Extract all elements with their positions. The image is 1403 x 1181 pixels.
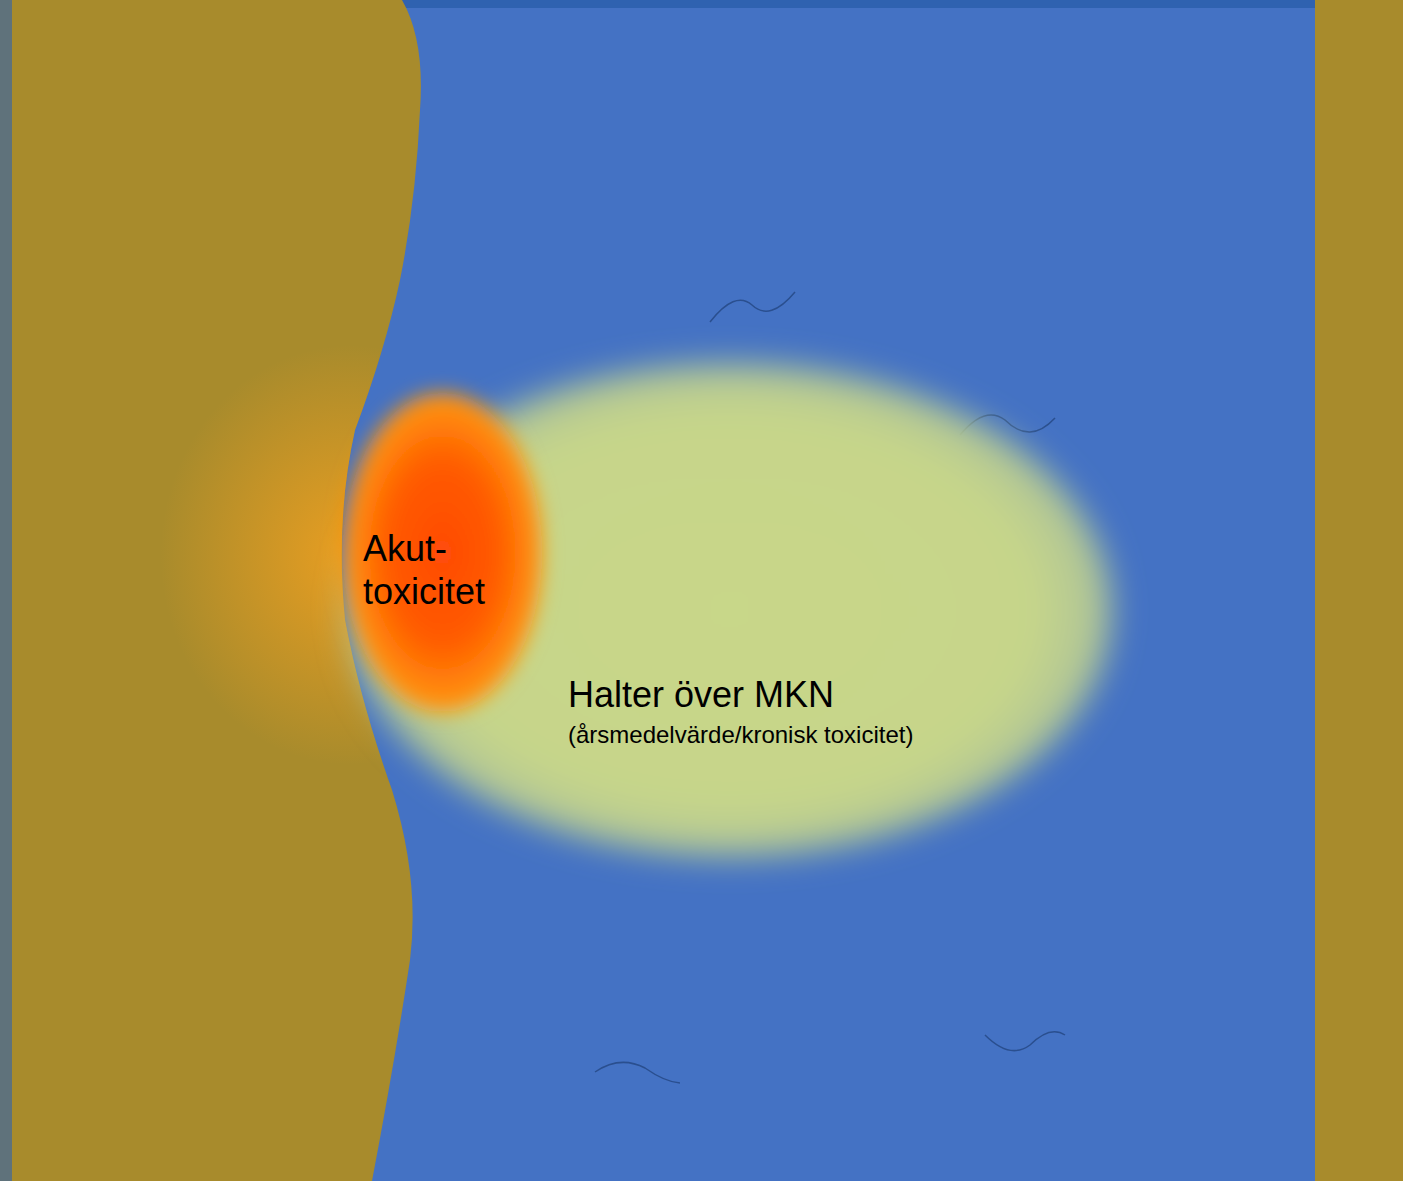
plume-zone: Halter över MKN (årsmedelvärde/kronisk to… — [340, 355, 1120, 865]
zone-note: (årsmedelvärde/kronisk toxicitet) — [568, 721, 960, 750]
zone-label: Halter över MKN — [568, 673, 1038, 716]
wave — [710, 292, 795, 322]
wave — [595, 1062, 680, 1083]
zone-label: Akut- toxicitet — [363, 527, 538, 613]
right-bank — [1315, 0, 1403, 1181]
acute-zone: Akut- toxicitet — [335, 385, 550, 720]
wave — [985, 1032, 1065, 1051]
